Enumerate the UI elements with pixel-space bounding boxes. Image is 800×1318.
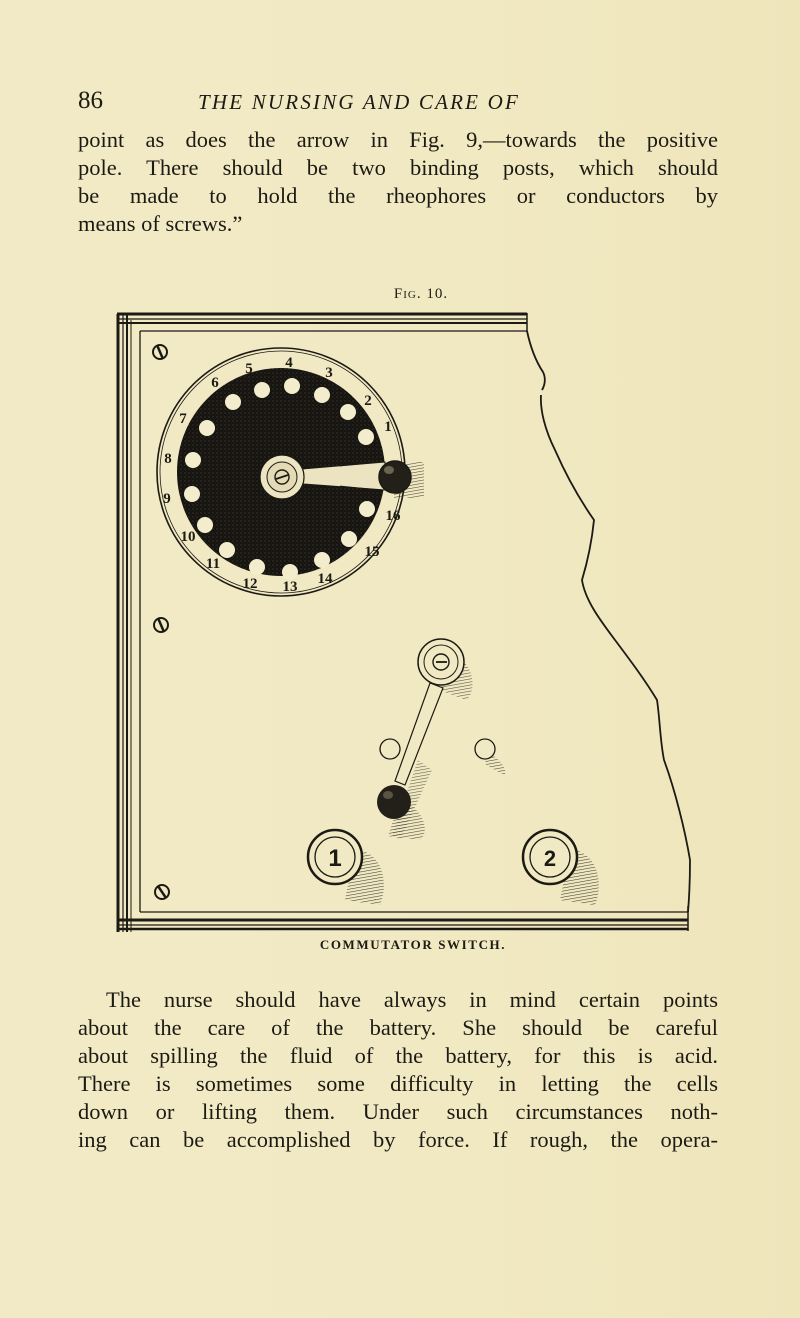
binding-post-2: 2 (521, 828, 599, 905)
binding-post-1: 1 (306, 828, 384, 905)
dial-number: 7 (179, 411, 187, 427)
dial-number: 16 (386, 508, 402, 524)
dial-number: 10 (181, 529, 196, 545)
screw-icon (152, 344, 168, 360)
text-line: down or lifting them. Under such circums… (78, 1099, 718, 1124)
paragraph-battery-care: The nurse should have always in mind cer… (78, 986, 718, 1154)
dial-number: 4 (285, 355, 293, 371)
dial-number: 6 (211, 375, 219, 391)
text-line: There is sometimes some difficulty in le… (78, 1071, 718, 1096)
figure-label: Fig. 10. (393, 286, 449, 302)
screw-icon (153, 617, 169, 633)
pole-switch (377, 638, 506, 840)
running-title: THE NURSING AND CARE OF (198, 90, 521, 114)
text-line: point as does the arrow in Fig. 9,—towar… (78, 127, 718, 152)
commutator-switch-figure: 1 2 3 4 5 6 7 8 9 10 11 12 13 14 15 16 (112, 305, 702, 935)
screw-icon (154, 884, 170, 900)
text-line: ing can be accomplished by force. If rou… (78, 1127, 718, 1152)
text-line: be made to hold the rheophores or conduc… (78, 183, 718, 208)
text-line: about the care of the battery. She shoul… (78, 1015, 718, 1040)
board-frame (116, 312, 691, 932)
dial-number: 8 (164, 451, 172, 467)
text-line: means of screws.” (78, 211, 243, 236)
dial-number: 11 (206, 556, 220, 572)
running-head: 86 THE NURSING AND CARE OF (78, 86, 718, 116)
dial-number: 15 (365, 544, 380, 560)
dial-number: 2 (364, 393, 372, 409)
terminal-label: 1 (328, 845, 341, 872)
dial-number: 13 (283, 579, 298, 595)
figure-caption: COMMUTATOR SWITCH. (319, 937, 507, 952)
dial-number: 9 (163, 491, 171, 507)
text-line: pole. There should be two binding posts,… (78, 155, 718, 180)
paragraph-continued: point as does the arrow in Fig. 9,—towar… (78, 126, 718, 238)
text-line: about spilling the fluid of the battery,… (78, 1043, 718, 1068)
text-line: The nurse should have always in mind cer… (106, 987, 718, 1012)
dial-number: 12 (243, 576, 258, 592)
dial-number: 5 (245, 361, 253, 377)
commutator-dial: 1 2 3 4 5 6 7 8 9 10 11 12 13 14 15 16 (156, 347, 424, 597)
page-number: 86 (78, 87, 103, 114)
dial-number: 3 (325, 365, 333, 381)
dial-number: 14 (318, 571, 334, 587)
dial-number: 1 (384, 419, 392, 435)
terminal-label: 2 (544, 846, 556, 871)
commutator-switch-illustration: 1 2 3 4 5 6 7 8 9 10 11 12 13 14 15 16 (116, 312, 691, 932)
